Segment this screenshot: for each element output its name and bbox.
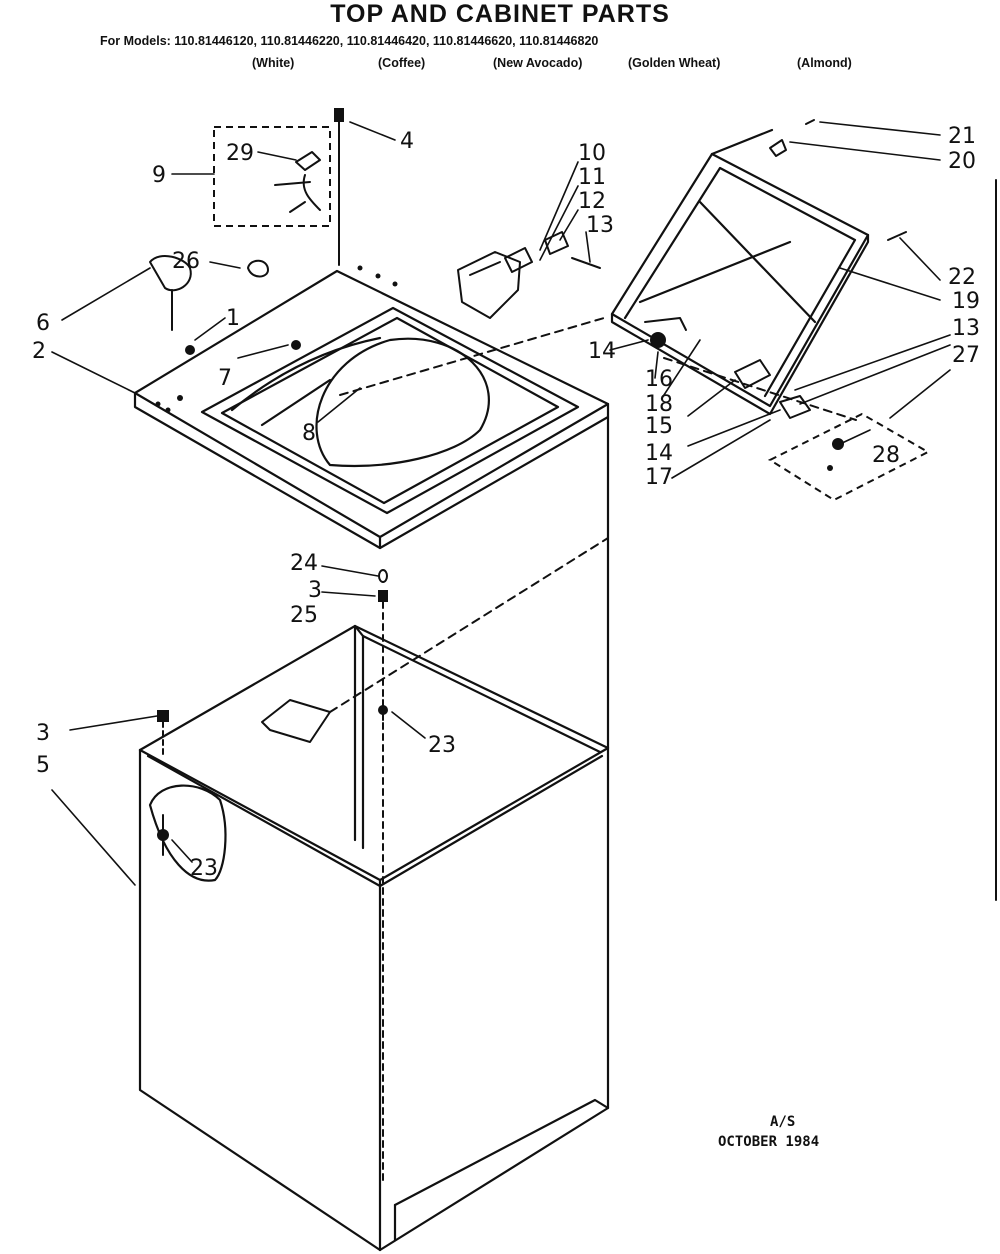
callout-16: 16 — [645, 367, 673, 392]
page-title: TOP AND CABINET PARTS — [330, 0, 670, 28]
callout-3-left: 3 — [36, 721, 50, 746]
callout-2: 2 — [32, 339, 46, 364]
callout-23-left: 23 — [190, 856, 218, 881]
callout-23: 23 — [428, 733, 456, 758]
color-label: (Almond) — [797, 56, 852, 70]
callout-18: 18 — [645, 392, 673, 417]
callout-29: 29 — [226, 141, 254, 166]
callout-22: 22 — [948, 265, 976, 290]
callout-27: 27 — [952, 343, 980, 368]
callout-14-lower: 14 — [645, 441, 673, 466]
callout-19: 19 — [952, 289, 980, 314]
callout-17: 17 — [645, 465, 673, 490]
color-label: (New Avocado) — [493, 56, 583, 70]
callout-26: 26 — [172, 249, 200, 274]
callout-13: 13 — [586, 213, 614, 238]
callout-5: 5 — [36, 753, 50, 778]
cabinet — [138, 415, 610, 1252]
callout-11: 11 — [578, 165, 606, 190]
color-label: (Golden Wheat) — [628, 56, 721, 70]
callout-15: 15 — [645, 414, 673, 439]
color-label: (White) — [252, 56, 295, 70]
callout-21: 21 — [948, 124, 976, 149]
callout-10: 10 — [578, 141, 606, 166]
callout-1: 1 — [226, 306, 240, 331]
callout-28: 28 — [872, 443, 900, 468]
footer-date: OCTOBER 1984 — [718, 1134, 820, 1150]
footer-code: A/S — [770, 1114, 796, 1130]
callout-9: 9 — [152, 163, 166, 188]
color-label: (Coffee) — [378, 56, 426, 70]
callout-leaders — [51, 121, 951, 886]
header: TOP AND CABINET PARTS For Models: 110.81… — [0, 0, 1000, 80]
callout-24: 24 — [290, 551, 318, 576]
callout-8: 8 — [302, 421, 316, 446]
callout-20: 20 — [948, 149, 976, 174]
top-panel — [133, 265, 610, 550]
callout-7: 7 — [218, 366, 232, 391]
models-line: For Models: 110.81446120, 110.81446220, … — [100, 34, 599, 48]
callout-25: 25 — [290, 603, 318, 628]
callout-4: 4 — [400, 129, 414, 154]
callout-3: 3 — [308, 578, 322, 603]
callout-12: 12 — [578, 189, 606, 214]
callout-13-right: 13 — [952, 316, 980, 341]
callout-labels: 1 2 3 3 4 5 6 7 8 9 10 11 12 13 13 13 14… — [32, 124, 980, 881]
callout-14: 14 — [588, 339, 616, 364]
small-parts — [149, 108, 997, 1181]
callout-6: 6 — [36, 311, 50, 336]
